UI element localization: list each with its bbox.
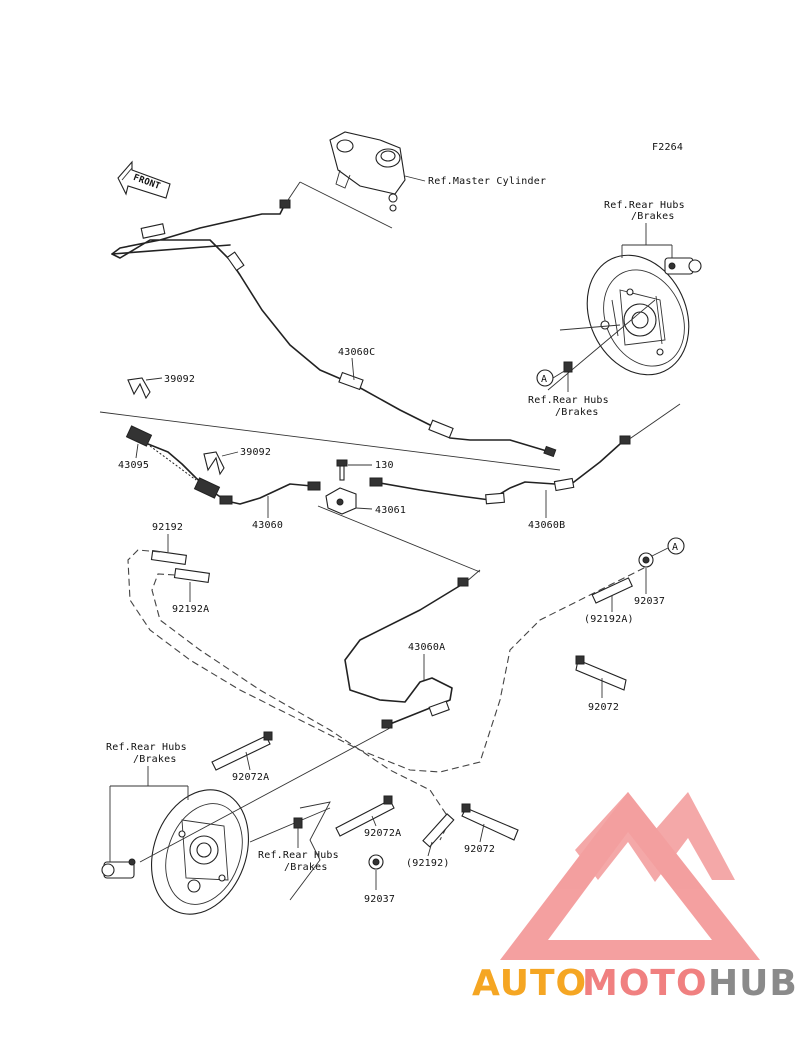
grommet-92037-right (638, 552, 654, 568)
clamp-92072-bottom (461, 803, 519, 841)
brake-hose-43095 (125, 425, 223, 499)
rear-hub-brake-bottom-left (101, 789, 250, 915)
part-92192-label: 92192 (152, 522, 183, 533)
clip-39092-mid (203, 451, 225, 476)
part-130-label: 130 (375, 460, 394, 471)
part-92037-bottom-label: 92037 (364, 894, 395, 905)
part-39092-top-label: 39092 (164, 374, 195, 385)
figure-code: F2264 (652, 142, 683, 153)
part-92072-right-label: 92072 (588, 702, 619, 713)
leader-line (351, 357, 355, 381)
part-92072a-left-label: 92072A (232, 772, 269, 783)
leader-line (547, 299, 656, 391)
protector-92192-bottom (422, 813, 455, 848)
watermark-logo (500, 792, 760, 960)
brake-line-43060c (111, 181, 557, 458)
hub-bolt-bottom (293, 817, 303, 829)
leader-line (371, 815, 377, 827)
clamp-92072a-mid (335, 795, 395, 837)
part-43060-label: 43060 (252, 520, 283, 531)
master-cylinder (329, 131, 426, 212)
part-92037-right-label: 92037 (634, 596, 665, 607)
part-43060c-label: 43060C (338, 347, 375, 358)
watermark-triangle-icon (500, 792, 760, 960)
protector-92192 (150, 550, 188, 565)
rear-hub-brake-top-right (586, 254, 702, 376)
protector-92192a (173, 568, 211, 583)
brake-line-43060 (219, 481, 321, 505)
clamp-92072-right (575, 655, 627, 691)
part-43061-label: 43061 (375, 505, 406, 516)
ref-rear-hubs-top-label-2: /Brakes (631, 211, 675, 222)
leader-line (139, 727, 391, 863)
break-line (289, 801, 331, 901)
ref-rear-hubs-bottom-label-1: Ref.Rear Hubs (258, 850, 339, 861)
callout-a-right: A (672, 542, 678, 553)
clamp-92072a-left (211, 731, 273, 771)
bolt-130 (336, 459, 348, 481)
ref-master-cylinder-label: Ref.Master Cylinder (428, 176, 546, 187)
part-92192a-label: 92192A (172, 604, 209, 615)
routing-dashed (127, 549, 651, 773)
ref-rear-hubs-top-label-1: Ref.Rear Hubs (604, 200, 685, 211)
perspective-line (99, 411, 561, 471)
leader-line (145, 377, 163, 381)
protector-92192a-right (591, 577, 633, 604)
part-92072-bottom-label: 92072 (464, 844, 495, 855)
part-92192-paren-label: (92192) (406, 858, 450, 869)
leader-bracket (621, 223, 673, 258)
leader-line (355, 507, 373, 510)
ref-rear-hubs-mid-label-1: Ref.Rear Hubs (528, 395, 609, 406)
watermark-moto: MOTO (582, 963, 708, 1004)
leader-line (427, 841, 433, 857)
part-92192a-paren-label: (92192A) (584, 614, 634, 625)
leader-line (245, 751, 251, 771)
part-39092-mid-label: 39092 (240, 447, 271, 458)
clip-39092-top (127, 377, 151, 400)
leader-line (299, 181, 393, 229)
part-43060a-label: 43060A (408, 642, 445, 653)
callout-a-left: A (541, 374, 547, 385)
ref-rear-hubs-left-label-2: /Brakes (133, 754, 177, 765)
part-43095-label: 43095 (118, 460, 149, 471)
leader-line (479, 823, 485, 843)
leader-line (221, 451, 239, 457)
ref-rear-hubs-bottom-label-2: /Brakes (284, 862, 328, 873)
joint-43061 (325, 487, 357, 515)
routing-dashed-2 (151, 573, 451, 841)
brake-line-43060b (369, 403, 681, 505)
grommet-92037-bottom (368, 854, 384, 870)
part-43060b-label: 43060B (528, 520, 565, 531)
ref-rear-hubs-left-label-1: Ref.Rear Hubs (106, 742, 187, 753)
perspective-line (317, 505, 481, 573)
leader-bracket (109, 766, 189, 862)
leader-line (651, 547, 669, 557)
ref-rear-hubs-mid-label-2: /Brakes (555, 407, 599, 418)
leader-line (552, 369, 567, 379)
leader-line (135, 443, 139, 459)
watermark-m-icon (575, 792, 735, 882)
brake-line-43060a (344, 569, 481, 729)
part-92072a-mid-label: 92072A (364, 828, 401, 839)
watermark-hub: HUB (708, 963, 798, 1004)
callout-a-right-icon (667, 537, 685, 555)
watermark-auto: AUTO (472, 963, 587, 1004)
front-arrow-icon: FRONT (117, 160, 171, 199)
